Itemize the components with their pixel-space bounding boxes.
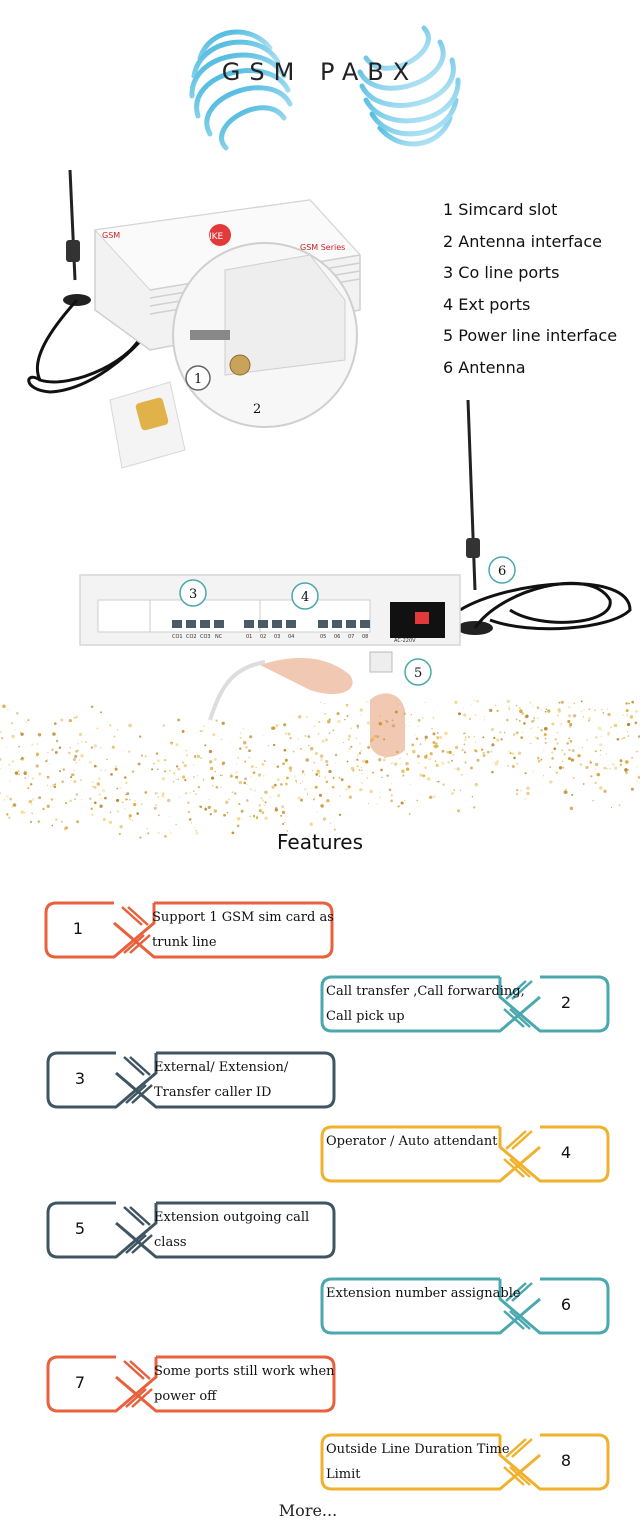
feature-number: 4 xyxy=(560,1143,572,1162)
port-label: 02 xyxy=(260,634,266,640)
more-link[interactable]: More... xyxy=(278,1501,338,1520)
port-label: 05 xyxy=(320,634,326,640)
callout-4: 4 xyxy=(301,590,309,605)
antenna-icon xyxy=(457,399,632,635)
gsm-pabx-logo xyxy=(189,25,461,151)
port-label: NC xyxy=(215,634,223,640)
feature-card-frame xyxy=(44,901,334,959)
feature-card: 1 Support 1 GSM sim card as trunk line xyxy=(44,901,334,959)
feature-number: 2 xyxy=(560,993,572,1012)
port-label: CO1 xyxy=(172,634,183,640)
feature-card: 3 External/ Extension/ Transfer caller ID xyxy=(46,1051,336,1109)
hand-with-cable-image xyxy=(208,651,405,757)
port-label: CO3 xyxy=(200,634,211,640)
series-label: GSM Series xyxy=(300,243,345,252)
feature-card-frame xyxy=(46,1355,336,1413)
feature-text: Call transfer ,Call forwarding, Call pic… xyxy=(326,984,525,1024)
port-label: 06 xyxy=(334,634,340,640)
feature-text: Support 1 GSM sim card as trunk line xyxy=(152,910,334,950)
callout-2: 2 xyxy=(253,402,261,417)
port-label: 03 xyxy=(274,634,280,640)
feature-number: 7 xyxy=(74,1373,86,1392)
feature-card-frame xyxy=(320,1277,610,1335)
feature-number: 6 xyxy=(560,1295,572,1314)
legend-item: 5 Power line interface xyxy=(443,326,618,346)
feature-card-frame xyxy=(320,975,610,1033)
feature-card: 8 Outside Line Duration Time Limit xyxy=(320,1433,610,1491)
feature-number: 3 xyxy=(74,1069,86,1088)
port-label: 07 xyxy=(348,634,354,640)
legend-item: 2 Antenna interface xyxy=(443,231,602,251)
brand-label: IKE xyxy=(209,232,224,242)
gsm-label: GSM xyxy=(102,231,120,240)
feature-card-frame xyxy=(320,1125,610,1183)
sim-slot xyxy=(190,330,230,340)
port-legend-list: 1 Simcard slot 2 Antenna interface 3 Co … xyxy=(443,198,640,388)
port-label: CO2 xyxy=(186,634,197,640)
port-label: 01 xyxy=(246,634,252,640)
feature-card: 2 Call transfer ,Call forwarding, Call pi… xyxy=(320,975,610,1033)
feature-number: 8 xyxy=(560,1451,572,1470)
feature-card: 6 Extension number assignable xyxy=(320,1277,610,1335)
callout-1: 1 xyxy=(194,372,202,387)
features-heading: Features xyxy=(277,830,363,854)
feature-card: 7 Some ports still work when power off xyxy=(46,1355,336,1413)
feature-card-frame xyxy=(46,1051,336,1109)
legend-item: 6 Antenna xyxy=(443,357,526,377)
feature-card-frame xyxy=(320,1433,610,1491)
feature-card: 4 Operator / Auto attendant xyxy=(320,1125,610,1183)
legend-item: 4 Ext ports xyxy=(443,294,531,314)
feature-card-frame xyxy=(46,1201,336,1259)
port-label: 04 xyxy=(288,634,294,640)
feature-text: Outside Line Duration Time Limit xyxy=(326,1442,510,1482)
feature-card: 5 Extension outgoing call class xyxy=(46,1201,336,1259)
callout-6: 6 xyxy=(498,564,506,579)
pabx-device-top-image: IKE GSM GSM Series 1 2 xyxy=(27,169,361,469)
callout-3: 3 xyxy=(189,587,197,602)
feature-text: Extension number assignable xyxy=(326,1286,521,1301)
antenna-icon xyxy=(27,169,152,394)
callout-5: 5 xyxy=(414,666,422,681)
feature-number: 1 xyxy=(72,919,84,938)
feature-text: Some ports still work when power off xyxy=(154,1364,335,1404)
port-label: 08 xyxy=(362,634,368,640)
feature-text: Operator / Auto attendant xyxy=(326,1134,498,1149)
power-label: AC-220V xyxy=(394,638,416,644)
legend-item: 3 Co line ports xyxy=(443,263,560,283)
feature-text: External/ Extension/ Transfer caller ID xyxy=(154,1060,289,1100)
feature-number: 5 xyxy=(74,1219,86,1238)
pabx-device-back-image: 6 AC-220V CO1 CO2 CO3 NC 01 02 03 04 05 … xyxy=(79,399,632,757)
feature-text: Extension outgoing call class xyxy=(154,1210,310,1250)
page-title: GSM PABX xyxy=(221,58,419,86)
gold-glitter-decoration xyxy=(0,700,640,839)
sim-card-icon xyxy=(109,381,186,469)
legend-item: 1 Simcard slot xyxy=(443,200,558,219)
